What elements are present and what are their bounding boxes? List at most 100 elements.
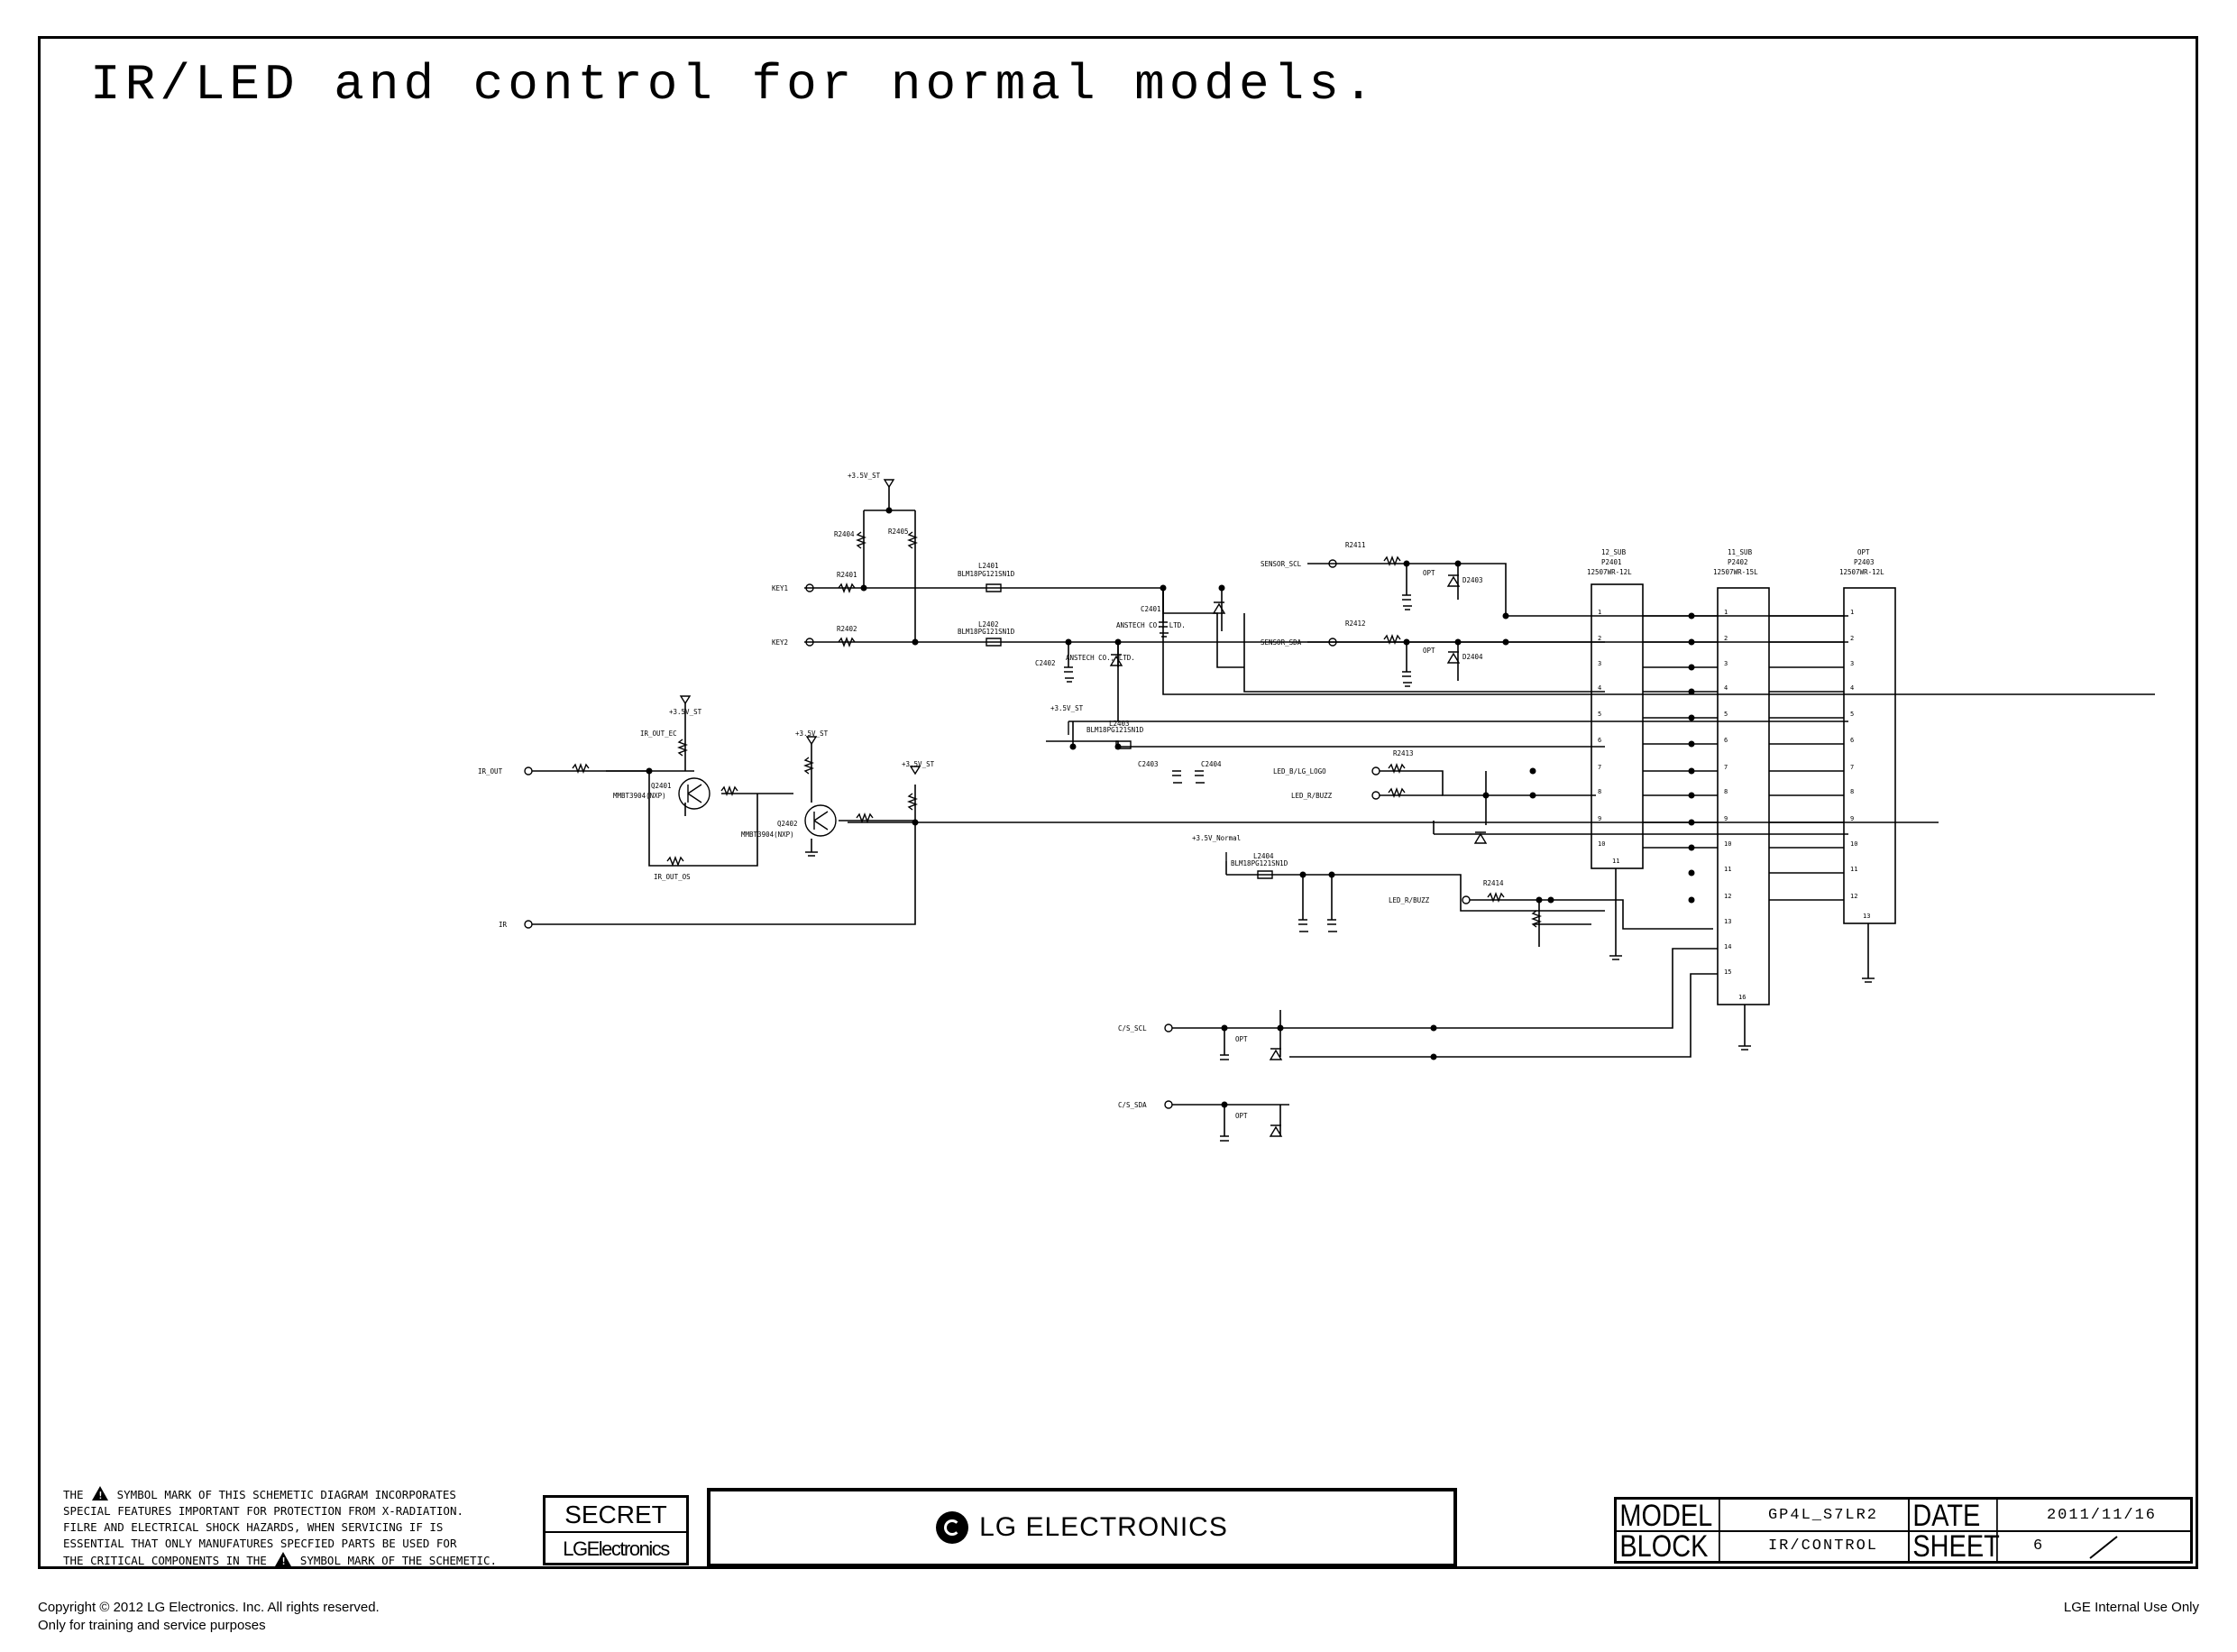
- svg-text:12: 12: [1850, 893, 1857, 900]
- svg-text:6: 6: [1850, 737, 1854, 744]
- part-r2402: R2402: [837, 625, 857, 633]
- footer-training: Only for training and service purposes: [38, 1618, 266, 1633]
- safety-warning: THE SYMBOL MARK OF THIS SCHEMETIC DIAGRA…: [63, 1470, 497, 1570]
- part-l2402: L2402: [978, 620, 999, 629]
- net-label-3v5-st-5: +3.5V_ST: [1050, 704, 1084, 712]
- connector-p2401: [1591, 583, 1644, 869]
- net-label-key2: KEY2: [772, 638, 788, 647]
- net-label-sensor-sda: SENSOR_SDA: [1261, 638, 1302, 647]
- part-mmbt-2: MMBT3904(NXP): [741, 831, 794, 839]
- svg-text:14: 14: [1724, 943, 1731, 950]
- svg-text:1: 1: [1724, 609, 1728, 616]
- page-title: IR/LED and control for normal models.: [90, 56, 1379, 114]
- drawing-frame: [38, 36, 2198, 1569]
- svg-text:4: 4: [1598, 684, 1601, 692]
- sheet-slash-icon: [2089, 1536, 2118, 1559]
- net-label-3v5-st-4: +3.5V_ST: [902, 760, 935, 768]
- part-c2403: C2403: [1138, 760, 1159, 768]
- lg-logo-icon: [936, 1511, 969, 1544]
- label-opt-1: OPT: [1235, 1035, 1248, 1043]
- svg-text:10: 10: [1850, 840, 1857, 848]
- part-p2403: P2403: [1854, 558, 1875, 566]
- svg-text:12: 12: [1724, 893, 1731, 900]
- part-blm-2: BLM18PG121SN1D: [958, 628, 1015, 636]
- svg-text:2: 2: [1724, 635, 1728, 642]
- part-l2401: L2401: [978, 562, 999, 570]
- sheet-value: 6: [2013, 1530, 2190, 1563]
- part-r2404: R2404: [834, 530, 855, 538]
- part-mmbt-1: MMBT3904(NXP): [613, 792, 666, 800]
- svg-text:5: 5: [1724, 711, 1728, 718]
- part-p2402-opt: 11_SUB: [1728, 548, 1753, 556]
- svg-text:6: 6: [1598, 737, 1601, 744]
- part-d2403: D2403: [1462, 576, 1483, 584]
- part-r2414: R2414: [1483, 879, 1504, 887]
- part-r2401: R2401: [837, 571, 857, 579]
- net-label-ir-out-os: IR_OUT_OS: [654, 873, 691, 881]
- svg-text:7: 7: [1724, 764, 1728, 771]
- svg-text:13: 13: [1863, 913, 1870, 920]
- svg-text:9: 9: [1724, 815, 1728, 822]
- svg-text:11: 11: [1850, 866, 1857, 873]
- label-opt-3: OPT: [1423, 569, 1435, 577]
- model-label: MODEL: [1617, 1500, 1720, 1532]
- part-q2402: Q2402: [777, 820, 798, 828]
- net-label-ir-out: IR_OUT: [478, 767, 503, 776]
- part-blm-1: BLM18PG121SN1D: [958, 570, 1015, 578]
- svg-text:8: 8: [1724, 788, 1728, 795]
- net-label-led-r: LED_R/BUZZ: [1291, 792, 1333, 800]
- part-p2401-pn: 12507WR-12L: [1587, 568, 1632, 576]
- svg-text:4: 4: [1724, 684, 1728, 692]
- connector-p2403: [1843, 587, 1896, 924]
- part-r2405: R2405: [888, 528, 909, 536]
- label-opt-4: OPT: [1423, 647, 1435, 655]
- net-label-cs-scl: C/S_SCL: [1118, 1024, 1147, 1032]
- secret-label: SECRET: [545, 1498, 686, 1533]
- net-label-3v5-st-1: +3.5V_ST: [848, 472, 881, 480]
- svg-text:11: 11: [1612, 858, 1619, 865]
- svg-text:3: 3: [1598, 660, 1601, 667]
- svg-text:8: 8: [1850, 788, 1854, 795]
- svg-text:10: 10: [1598, 840, 1605, 848]
- warning-line-4: ESSENTIAL THAT ONLY MANUFATURES SPECFIED…: [63, 1537, 457, 1550]
- part-p2403-opt: OPT: [1857, 548, 1870, 556]
- svg-text:4: 4: [1850, 684, 1854, 692]
- net-label-key1: KEY1: [772, 584, 788, 592]
- part-p2402-pn: 12507WR-15L: [1713, 568, 1758, 576]
- net-label-3v5-normal: +3.5V_Normal: [1192, 834, 1241, 842]
- svg-text:2: 2: [1850, 635, 1854, 642]
- svg-text:1: 1: [1598, 609, 1601, 616]
- part-c2402: C2402: [1035, 659, 1056, 667]
- part-r2411: R2411: [1345, 541, 1366, 549]
- net-label-led-r-2: LED_R/BUZZ: [1389, 896, 1430, 904]
- svg-text:5: 5: [1850, 711, 1854, 718]
- net-label-ir: IR: [499, 921, 508, 929]
- svg-text:15: 15: [1724, 968, 1731, 976]
- svg-text:5: 5: [1598, 711, 1601, 718]
- date-value: 2011/11/16: [2046, 1507, 2158, 1524]
- warning-line-3: FILRE AND ELECTRICAL SHOCK HAZARDS, WHEN…: [63, 1520, 444, 1534]
- part-r2412: R2412: [1345, 620, 1366, 628]
- warning-line-2: SPECIAL FEATURES IMPORTANT FOR PROTECTIO…: [63, 1504, 464, 1518]
- svg-text:3: 3: [1850, 660, 1854, 667]
- part-blm-3: BLM18PG121SN1D: [1086, 726, 1144, 734]
- secret-stamp: SECRET LGElectronics: [543, 1495, 689, 1565]
- wire-key1: [804, 587, 1244, 668]
- part-p2401-opt: 12_SUB: [1601, 548, 1627, 556]
- part-c2401: C2401: [1141, 605, 1161, 613]
- warning-triangle-icon: [275, 1552, 292, 1570]
- block-value: IR/CONTROL: [1738, 1530, 1910, 1563]
- label-anstech-2: ANSTECH CO., LTD.: [1116, 621, 1186, 629]
- warning-triangle-icon: [92, 1486, 109, 1504]
- svg-text:2: 2: [1598, 635, 1601, 642]
- net-label-sensor-scl: SENSOR_SCL: [1261, 560, 1302, 568]
- svg-text:10: 10: [1724, 840, 1731, 848]
- part-l2403: L2403: [1109, 720, 1130, 728]
- net-label-ir-out-ec: IR_OUT_EC: [640, 730, 677, 738]
- part-p2401: P2401: [1601, 558, 1622, 566]
- block-label: BLOCK: [1617, 1530, 1720, 1563]
- part-p2403-pn: 12507WR-12L: [1839, 568, 1884, 576]
- footer-copyright: Copyright © 2012 LG Electronics. Inc. Al…: [38, 1600, 380, 1615]
- part-p2402: P2402: [1728, 558, 1748, 566]
